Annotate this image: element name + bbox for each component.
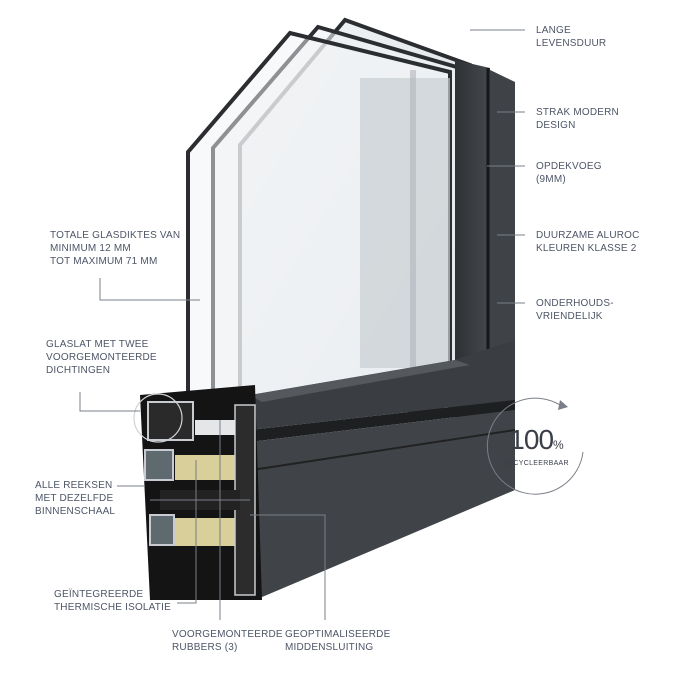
- recycle-badge: 100% RECYCLEERBAAR: [487, 398, 585, 496]
- frame: [250, 60, 516, 600]
- label-opdekvoeg: OPDEKVOEG(9MM): [536, 161, 602, 185]
- leader-lines: [79, 29, 525, 620]
- recycle-text: RECYCLEERBAAR: [503, 460, 569, 467]
- glass-panes: [186, 17, 472, 412]
- insulation-top: [175, 455, 235, 480]
- profile-cross-section: [133, 385, 262, 600]
- recycle-percentage: 100%: [509, 424, 563, 455]
- recycle-badge-ring: [486, 397, 584, 495]
- insulation-bottom: [175, 518, 235, 546]
- label-onderhoudsvriendelijk: ONDERHOUDS-VRIENDELIJK: [536, 298, 614, 322]
